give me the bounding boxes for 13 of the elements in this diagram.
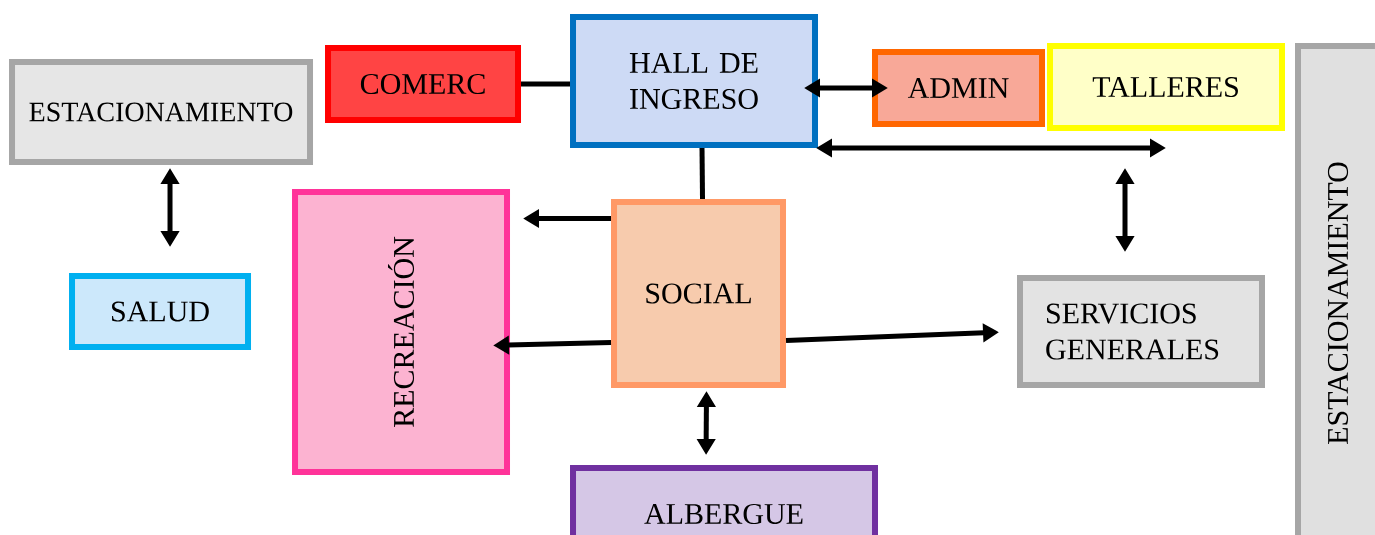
room-box: RECREACIÓN [292,189,510,475]
room-box: ESTACIONAMIENTO [1295,43,1375,535]
connector-line [521,81,570,87]
room-box: COMERC [325,45,521,123]
room-box: TALLERES [1047,43,1285,131]
room-box: HALL DE INGRESO [570,14,818,148]
room-box: SOCIAL [611,199,786,388]
connector-line [699,147,705,200]
room-box: ESTACIONAMIENTO [9,59,313,165]
room-box: ADMIN [872,49,1045,127]
room-box: ALBERGUE [570,465,878,535]
room-box: SALUD [69,273,251,350]
room-box: SERVICIOS GENERALES [1017,275,1265,388]
